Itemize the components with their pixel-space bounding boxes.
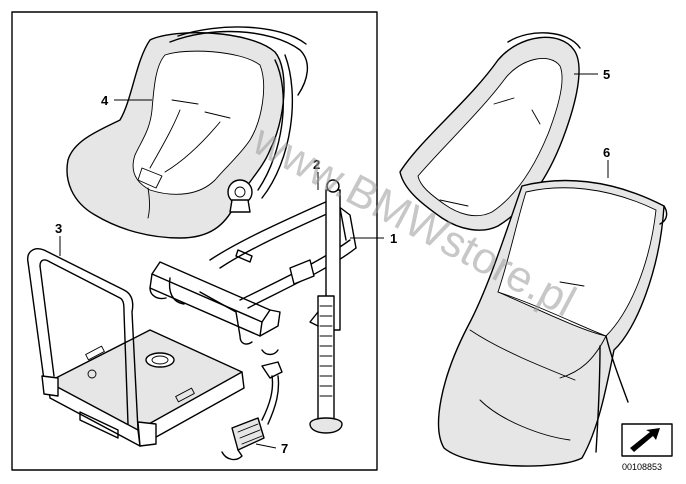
callout-7: 7 (281, 441, 288, 456)
callout-labels: 1 2 3 4 5 6 7 (55, 67, 610, 456)
callout-3: 3 (55, 221, 62, 236)
callout-4: 4 (101, 93, 109, 108)
callout-1: 1 (390, 231, 397, 246)
left-panel-frame (11, 11, 378, 471)
part-5-seat-insert (399, 32, 581, 231)
part-3-carrier-base (27, 248, 245, 447)
arrow-right-icon[interactable] (621, 423, 673, 457)
callout-5: 5 (603, 67, 610, 82)
part-6-footmuff (437, 179, 668, 467)
callout-2: 2 (313, 157, 320, 172)
part-4-infant-seat (66, 26, 308, 239)
callout-6: 6 (603, 145, 610, 160)
part-2-support-leg (309, 179, 343, 434)
leader-lines (59, 73, 609, 449)
document-number: 00108853 (622, 462, 662, 472)
part-7-isofix-guide (221, 361, 283, 461)
part-1-isofix-base (149, 199, 357, 356)
